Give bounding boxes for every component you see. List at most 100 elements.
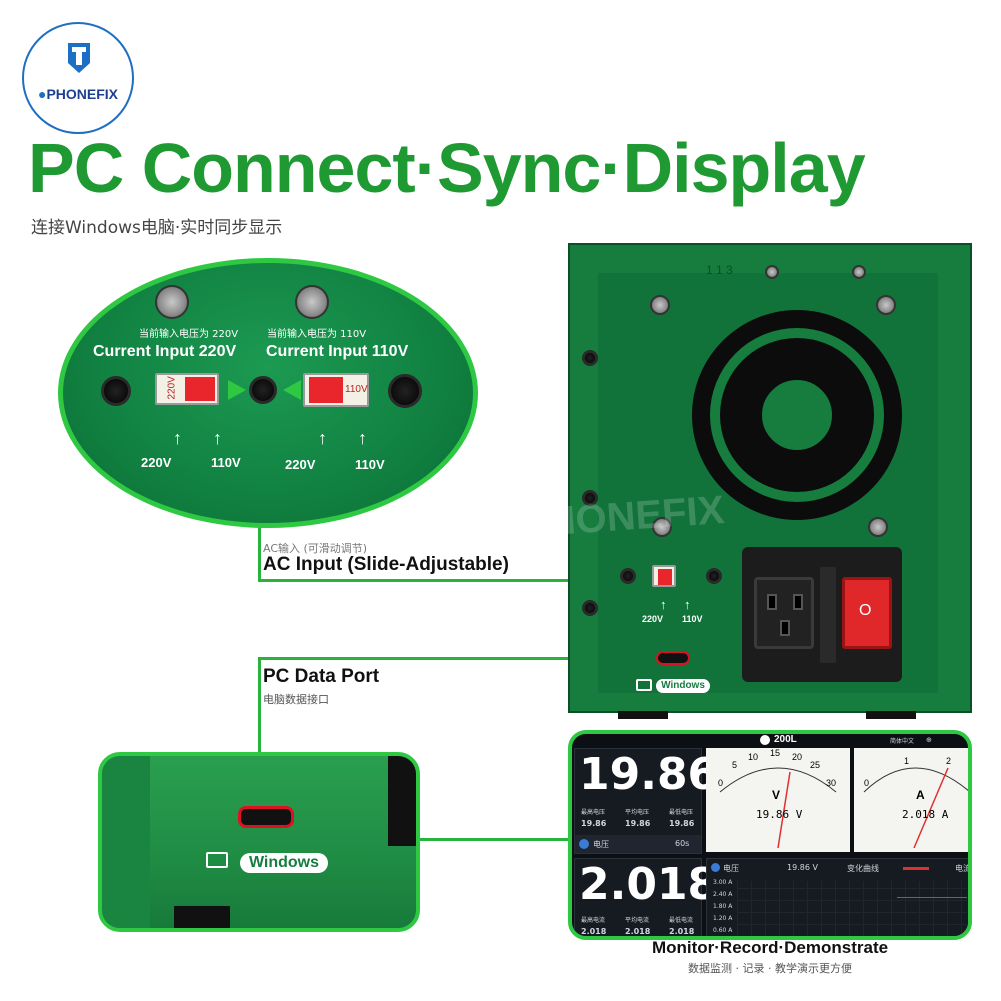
up-arrow-icon: ↑ [213, 428, 222, 448]
arrow-right-icon [283, 380, 301, 400]
screw-icon [155, 285, 189, 319]
current-panel: 2.018 最高电流 平均电流 最低电流 2.018 2.018 2.018 [574, 858, 718, 936]
pc-port-label-cn: 电脑数据接口 [263, 693, 329, 706]
arrow-label: 110V [211, 455, 241, 470]
graph-value: 19.86 V [787, 863, 818, 872]
fan-label: 1 1 3 [706, 263, 733, 277]
usb-c-port[interactable] [238, 806, 294, 828]
graph-label: 电压 [723, 864, 739, 873]
voltage-panel: 19.86 最高电压 平均电压 最低电压 19.86 19.86 19.86 电… [574, 748, 718, 854]
voltage-readout: 19.86 [579, 749, 719, 800]
ac-input-label-cn: AC输入 (可滑动调节) [263, 542, 368, 555]
windows-badge: Windows [656, 679, 710, 693]
graph-y-tick: 3.00 A [713, 879, 733, 886]
voltage-stat-value: 19.86 [581, 819, 607, 828]
voltage-slider-220: 220V [155, 373, 219, 405]
usb-c-port[interactable] [656, 651, 690, 665]
graph-y-tick: 0.60 A [713, 927, 733, 934]
power-switch-mark: O [859, 602, 872, 619]
voltage-selector-switch[interactable] [652, 565, 676, 587]
voltage-tab-label: 电压 [593, 840, 609, 849]
voltmeter-tick: 0 [718, 778, 724, 788]
screw-icon [652, 517, 672, 537]
voltage-stat-label: 平均电压 [625, 809, 650, 816]
ammeter: 0 1 2 A 2.018 A [854, 748, 968, 852]
monitor-icon [206, 852, 228, 868]
switch-label: 110V [682, 614, 703, 624]
phonefix-logo: ●PHONEFIX [22, 22, 134, 134]
voltmeter-tick: 25 [810, 760, 821, 770]
slider-knob [309, 377, 343, 403]
legend-swatch [903, 867, 929, 870]
connector-line-port-vertical [258, 657, 261, 755]
wrench-icon [68, 43, 90, 73]
ammeter-tick: 0 [864, 778, 870, 788]
panel-edge [102, 756, 150, 928]
pc-port-zoom: Windows [98, 752, 420, 932]
current-stat-label: 最低电流 [669, 917, 694, 924]
voltage-stat-value: 19.86 [669, 819, 695, 828]
arrow-label: 110V [355, 457, 385, 472]
up-arrow-icon: ↑ [318, 428, 327, 448]
current-stat-value: 2.018 [669, 927, 695, 936]
voltmeter-tick: 5 [732, 760, 738, 770]
screw-hole-icon [582, 600, 598, 616]
voltage-stat-label: 最高电压 [581, 809, 606, 816]
voltmeter-tick: 10 [748, 752, 759, 762]
screw-hole-icon [706, 568, 722, 584]
slider-knob [185, 377, 215, 401]
pc-port-label: PC Data Port [263, 666, 380, 687]
voltage-tab-bar[interactable]: 电压 60s [575, 835, 701, 853]
current-stat-label: 平均电流 [625, 917, 650, 924]
left-input-cn: 当前输入电压为 220V [139, 329, 239, 340]
graph-plot-area [737, 881, 967, 936]
fuse-holder [820, 567, 836, 663]
interval-label: 60s [675, 839, 690, 848]
globe-icon[interactable]: ⊕ [926, 737, 932, 744]
power-switch[interactable]: O [842, 577, 892, 649]
screw-hole-icon [582, 490, 598, 506]
voltage-stat-label: 最低电压 [669, 809, 694, 816]
screw-hole-icon [582, 350, 598, 366]
voltmeter-dial [719, 767, 837, 849]
slider-label: 110V [345, 384, 368, 395]
voltmeter: 0 5 10 15 20 25 30 V 19.86 V [706, 748, 850, 852]
logo-label: PHONEFIX [46, 86, 119, 102]
voltmeter-tick: 15 [770, 748, 781, 758]
cooling-fan [692, 310, 902, 520]
graph-y-tick: 1.80 A [713, 903, 733, 910]
logo-dot-icon: ● [37, 86, 47, 102]
screw-icon [876, 295, 896, 315]
screw-hole-icon [620, 568, 636, 584]
socket-pin [780, 620, 790, 636]
switch-knob [658, 569, 672, 585]
graph-y-tick: 2.40 A [713, 891, 733, 898]
arrow-label: 220V [141, 455, 172, 470]
graph-right-label: 电流 [955, 864, 971, 873]
screw-icon [852, 265, 866, 279]
voltmeter-reading: 19.86 V [756, 808, 803, 821]
monitor-software-screen: 200L 简体中文 ⊕ 19.86 最高电压 平均电压 最低电压 19.86 1… [568, 730, 972, 940]
current-stat-value: 2.018 [625, 927, 651, 936]
connector-line-ac-horizontal [258, 579, 656, 582]
current-stat-value: 2.018 [581, 927, 607, 936]
up-arrow-icon: ↑ [684, 597, 691, 612]
arrow-left-icon [228, 380, 246, 400]
screw-icon [295, 285, 329, 319]
footer-caption: Monitor·Record·Demonstrate [651, 938, 889, 957]
monitor-icon [636, 679, 652, 691]
voltage-icon [579, 839, 589, 849]
software-topbar: 200L 简体中文 ⊕ [572, 734, 968, 746]
windows-badge: Windows [240, 853, 328, 873]
footer-caption-cn: 数据监测 · 记录 · 教学演示更方便 [688, 962, 852, 975]
logo-text: ●PHONEFIX [24, 86, 132, 102]
fan-hub [754, 372, 840, 458]
graph-series-line [897, 897, 967, 898]
language-selector[interactable]: 简体中文 [890, 738, 915, 745]
up-arrow-icon: ↑ [358, 428, 367, 448]
iec-power-socket[interactable] [754, 577, 814, 649]
voltmeter-tick: 20 [792, 752, 803, 762]
voltmeter-tick: 30 [826, 778, 837, 788]
current-stat-label: 最高电流 [581, 917, 606, 924]
device-foot [866, 711, 916, 719]
